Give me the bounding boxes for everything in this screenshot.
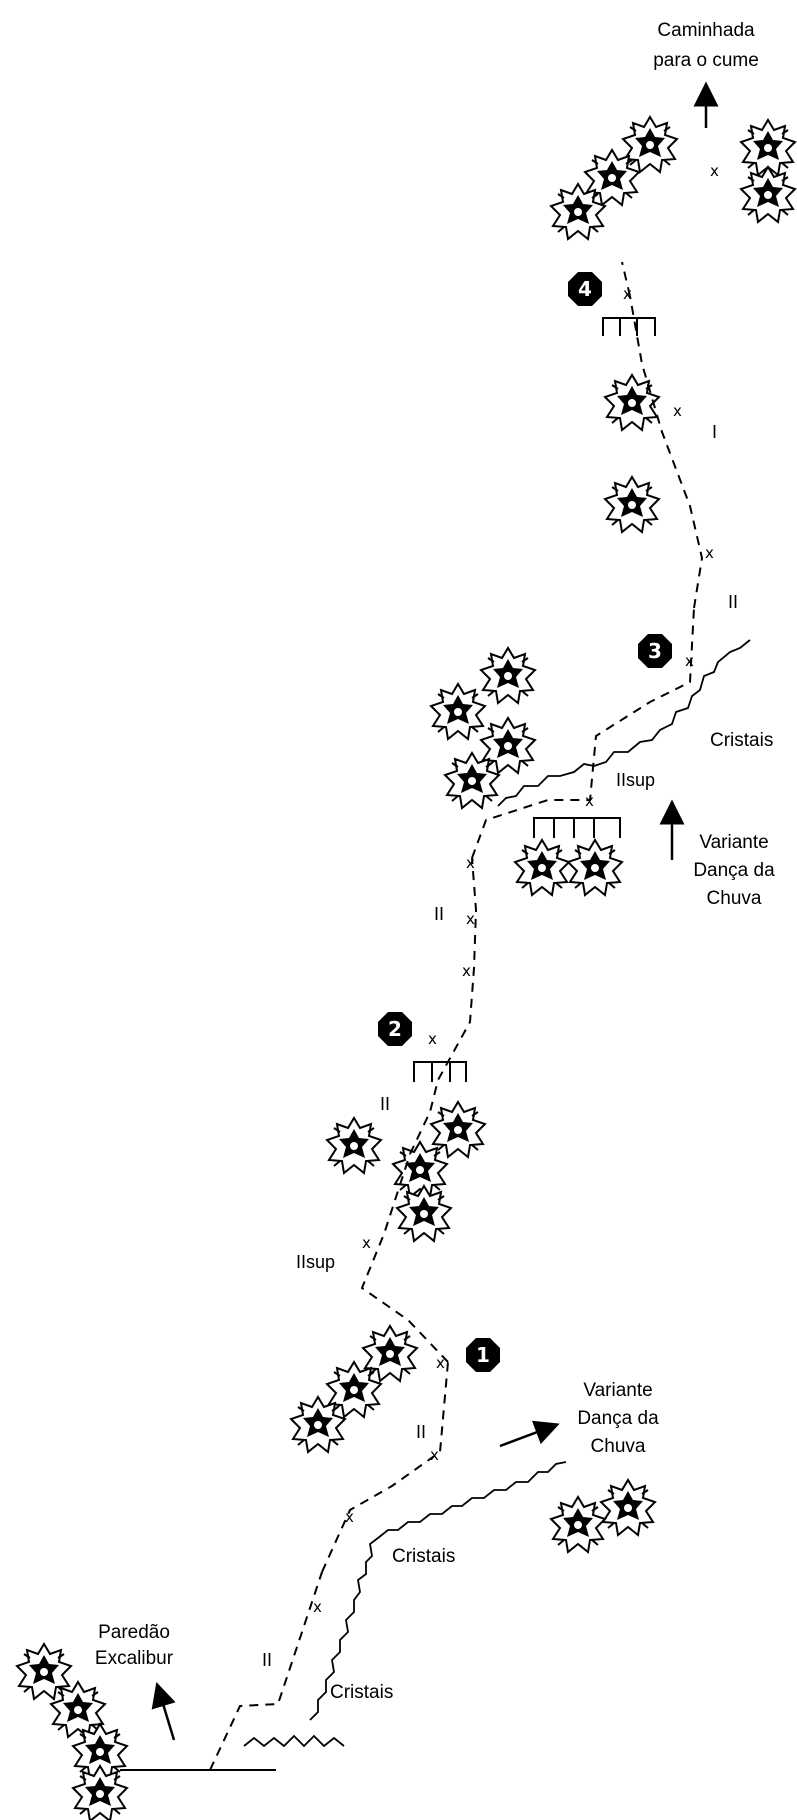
svg-text:x: x [462,962,471,980]
svg-text:x: x [428,1030,437,1048]
grade-pitch3-upper: II [728,592,738,612]
vegetation-pitch1 [290,1325,418,1453]
vegetation-base [16,1643,128,1820]
variant-top-label-3: Chuva [707,888,762,909]
variant-low-label-1: Variante [583,1380,652,1401]
vegetation-summit-right [740,119,796,223]
vegetation-pitch4 [604,374,660,533]
svg-text:x: x [585,792,594,810]
belay-number-1: 1 [466,1338,500,1372]
wall-arrow [151,1682,176,1741]
wall-label-1: Paredão [98,1622,170,1643]
svg-text:x: x [466,910,475,928]
crystals-crack-low [243,1734,345,1748]
route-pitch3 [471,607,695,859]
belay-station-4 [602,317,656,336]
svg-text:x: x [705,544,714,562]
vegetation-variant-low [550,1479,656,1553]
route-start-segment [209,1571,323,1771]
belay-number-2: 2 [378,1012,412,1046]
belay-station-3 [533,817,621,838]
svg-text:x: x [430,1446,439,1464]
grade-pitch1: II [416,1422,426,1442]
variant-top-label-1: Variante [699,832,768,853]
svg-text:x: x [436,1354,445,1372]
belay-station-2 [413,1061,467,1082]
grade-pitch3-lower: IIsup [616,770,655,790]
belay-number-4: 4 [568,272,602,306]
svg-text:x: x [623,285,632,303]
grade-pitch4: I [712,422,717,442]
crystals-label-low: Cristais [330,1682,393,1703]
route-summit [621,261,631,297]
route-pitch1 [321,1361,449,1573]
vegetation-pitch2 [326,1101,486,1242]
svg-text:x: x [466,854,475,872]
grade-pitch1-upper: IIsup [296,1252,335,1272]
svg-text:2: 2 [388,1017,402,1041]
svg-text:x: x [362,1234,371,1252]
summit-walk-label-1: Caminhada [657,20,755,41]
route-pitch4 [629,295,704,609]
svg-text:x: x [710,162,719,180]
wall-label-2: Excalibur [95,1648,174,1669]
svg-text:4: 4 [578,277,592,301]
grade-pitch2-belay: II [380,1094,390,1114]
summit-walk-label-2: para o cume [653,50,759,71]
crystals-label-top: Cristais [710,730,773,751]
grade-start: II [262,1650,272,1670]
variant-low-label-3: Chuva [591,1436,646,1457]
svg-text:x: x [673,402,682,420]
route-pitch1-upper [360,1153,449,1363]
svg-text:3: 3 [648,639,662,663]
svg-text:1: 1 [476,1343,490,1367]
svg-text:x: x [345,1508,354,1526]
variant-low-arrow [499,1420,560,1448]
belay-number-3: 3 [638,634,672,668]
route-pitch2 [409,857,478,1155]
variant-top-label-2: Dança da [693,860,775,881]
svg-text:x: x [313,1598,322,1616]
vegetation-summit-left [550,116,678,240]
crystals-crack-top [497,639,751,807]
grade-pitch2: II [434,904,444,924]
crystals-crack-mid [309,1461,567,1721]
crystals-label-mid: Cristais [392,1546,455,1567]
svg-text:x: x [685,652,694,670]
variant-low-label-2: Dança da [577,1408,659,1429]
protection-marks: x x x x x x x x x x x x x x x [313,162,719,1616]
